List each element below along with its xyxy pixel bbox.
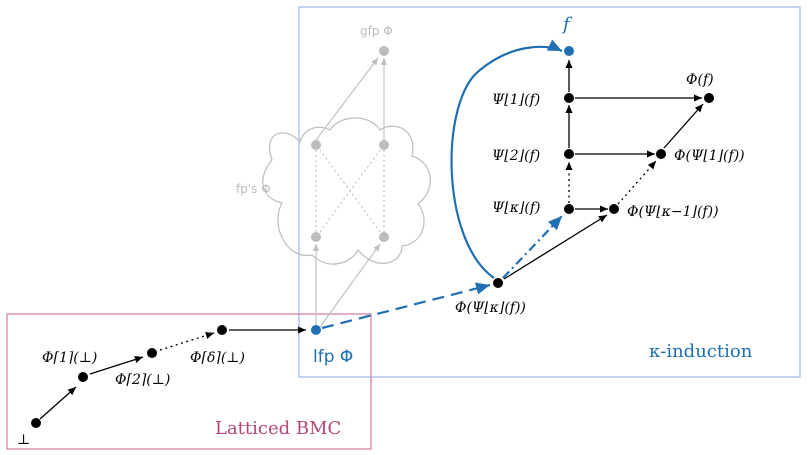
kappa-edges (503, 60, 704, 280)
fp-node-bottom-right (379, 232, 389, 242)
psi2-label: Ψ⌊2⌋(f) (492, 148, 540, 164)
fp-node-top-right (379, 140, 389, 150)
psi1-node (564, 93, 574, 103)
fp-node-top-left (311, 140, 321, 150)
bottom-node (31, 418, 41, 428)
fixed-points-cloud (262, 117, 431, 265)
kappa-induction-label: κ-induction (649, 341, 753, 362)
psi2-node (564, 149, 574, 159)
gray-edges (312, 57, 388, 328)
phipsikm1-node (609, 204, 619, 214)
phipsi1-label: Φ(Ψ⌊1⌋(f)) (674, 148, 745, 164)
psik-node (564, 204, 574, 214)
phi2-label: Φ⌈2⌉(⊥) (115, 372, 170, 388)
phi1-node (78, 372, 88, 382)
phipsikm1-label: Φ(Ψ⌊κ−1⌋(f)) (627, 204, 719, 220)
gfp-node (379, 46, 389, 56)
fp-node-bottom-left (311, 232, 321, 242)
lfp-node (311, 325, 321, 335)
phi2-node (147, 348, 157, 358)
f-node (564, 46, 574, 56)
kappa-induction-box (298, 6, 801, 378)
gfp-label: gfp Φ (360, 24, 393, 38)
phipsi1-node (656, 149, 666, 159)
phipsik-node (493, 278, 503, 288)
bottom-label: ⊥ (17, 432, 30, 448)
phif-label: Φ(f) (686, 72, 714, 88)
psik-label: Ψ⌊κ⌋(f) (492, 200, 541, 216)
bmc-chain-edges (39, 326, 306, 420)
phi1-label: Φ⌈1⌉(⊥) (42, 350, 97, 366)
psi1-label: Ψ⌊1⌋(f) (492, 92, 540, 108)
phipsik-to-psik-dashdot-arrow (502, 215, 563, 279)
phipsik-label: Φ(Ψ⌊κ⌋(f)) (455, 300, 526, 316)
gray-nodes (311, 46, 389, 242)
fps-label: fp's Φ (236, 182, 271, 196)
lfp-to-phipsik-dashed-arrow (321, 282, 491, 330)
phidelta-label: Φ⌈δ⌉(⊥) (190, 350, 245, 366)
phidelta-node (217, 325, 227, 335)
latticed-bmc-label: Latticed BMC (215, 418, 341, 439)
phipsik-to-f-curved-arrow (450, 39, 563, 279)
lfp-label: lfp Φ (313, 347, 353, 367)
f-label: f (561, 14, 573, 35)
phif-node (704, 93, 714, 103)
latticed-bmc-box (6, 313, 372, 450)
